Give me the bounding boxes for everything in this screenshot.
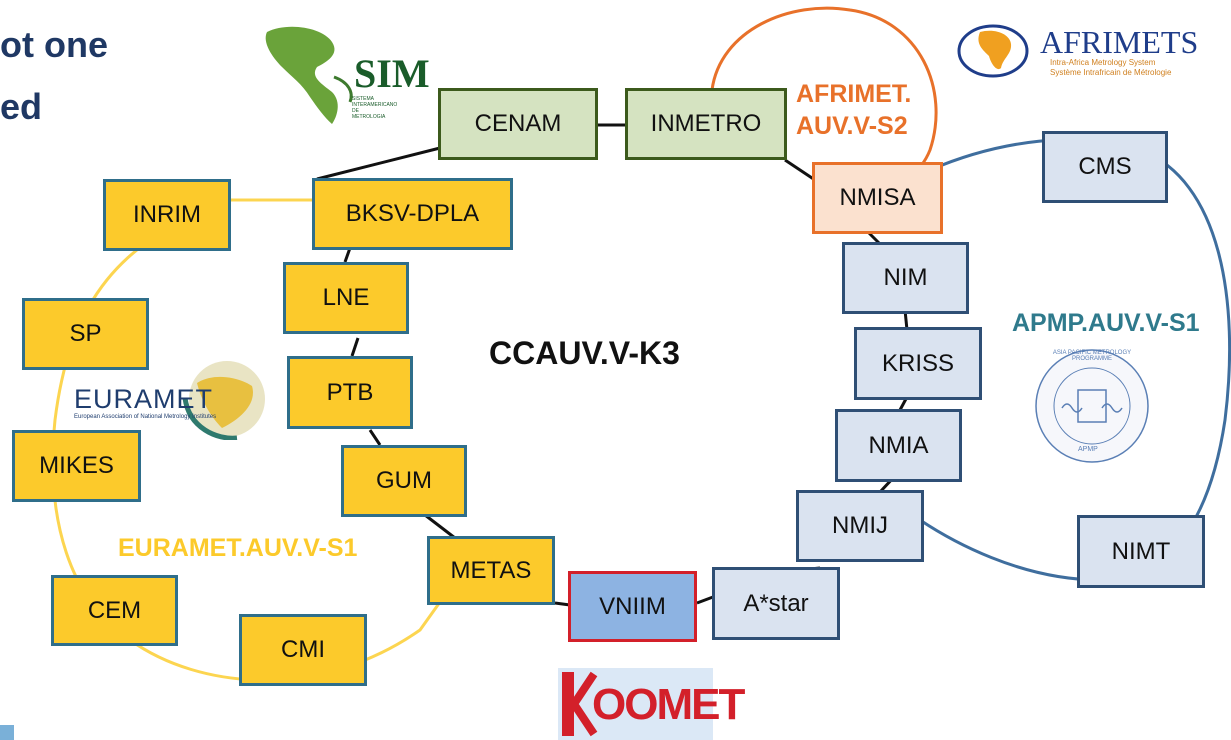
node-lne: LNE: [283, 262, 409, 334]
node-gum: GUM: [341, 445, 467, 517]
node-sp: SP: [22, 298, 149, 370]
node-nmisa: NMISA: [812, 162, 943, 234]
apmp-logo: ASIA PACIFIC METROLOGY PROGRAMME APMP: [1032, 346, 1152, 466]
coomet-logo-text: OOMET: [592, 680, 745, 729]
euramet-loop-label: EURAMET.AUV.V-S1: [118, 534, 358, 562]
africa-globe-icon: [957, 24, 1029, 78]
node-nim: NIM: [842, 242, 969, 314]
title-line-1: ot one: [0, 24, 108, 65]
node-astar: A*star: [712, 567, 840, 640]
afrimets-logo-sub1: Intra-Africa Metrology System: [1050, 58, 1156, 67]
node-inmetro: INMETRO: [625, 88, 787, 160]
apmp-seal-subtext: APMP: [1078, 446, 1098, 453]
node-cenam: CENAM: [438, 88, 598, 160]
node-cmi: CMI: [239, 614, 367, 686]
euramet-logo-text: EURAMET: [74, 384, 214, 414]
euramet-map-icon: [182, 361, 265, 440]
node-cem: CEM: [51, 575, 178, 646]
node-inrim: INRIM: [103, 179, 231, 251]
node-nmia: NMIA: [835, 409, 962, 482]
node-kriss: KRISS: [854, 327, 982, 400]
node-metas: METAS: [427, 536, 555, 605]
coomet-logo: OOMET: [558, 668, 745, 740]
node-vniim: VNIIM: [568, 571, 697, 642]
afrimets-logo-sub2: Système Intrafricain de Métrologie: [1050, 68, 1172, 77]
title-line-2: ed: [0, 86, 43, 127]
euramet-logo-subtext: European Association of National Metrolo…: [74, 414, 217, 420]
euramet-logo: EURAMET European Association of National…: [72, 358, 287, 440]
americas-map-icon: [265, 26, 353, 124]
node-nmij: NMIJ: [796, 490, 924, 562]
apmp-loop-label: APMP.AUV.V-S1: [1012, 309, 1200, 337]
center-label: CCAUV.V-K3: [489, 335, 680, 371]
apmp-seal-icon: [1035, 349, 1149, 463]
coomet-k-icon: [562, 671, 598, 737]
afrimets-logo-text: AFRIMETS: [1040, 24, 1199, 60]
sim-logo-text: SIM: [354, 51, 430, 96]
slide-title: ot one ed: [0, 14, 108, 138]
corner-logo-fragment: [0, 725, 14, 740]
afrimet-loop-label-2: AUV.V-S2: [796, 112, 908, 140]
sim-logo: SIM SISTEMA INTERAMERICANO DE METROLOGIA: [262, 22, 430, 127]
sim-logo-subtext: SISTEMA INTERAMERICANO DE METROLOGIA: [352, 96, 398, 120]
node-mikes: MIKES: [12, 430, 141, 502]
afrimet-loop-label-1: AFRIMET.: [796, 80, 912, 108]
node-bksv-dpla: BKSV-DPLA: [312, 178, 513, 250]
node-cms: CMS: [1042, 131, 1168, 203]
apmp-seal-text: ASIA PACIFIC METROLOGY PROGRAMME: [1052, 350, 1132, 362]
afrimets-logo: AFRIMETS Intra-Africa Metrology System S…: [955, 20, 1217, 82]
node-ptb: PTB: [287, 356, 413, 429]
node-nimt: NIMT: [1077, 515, 1205, 588]
